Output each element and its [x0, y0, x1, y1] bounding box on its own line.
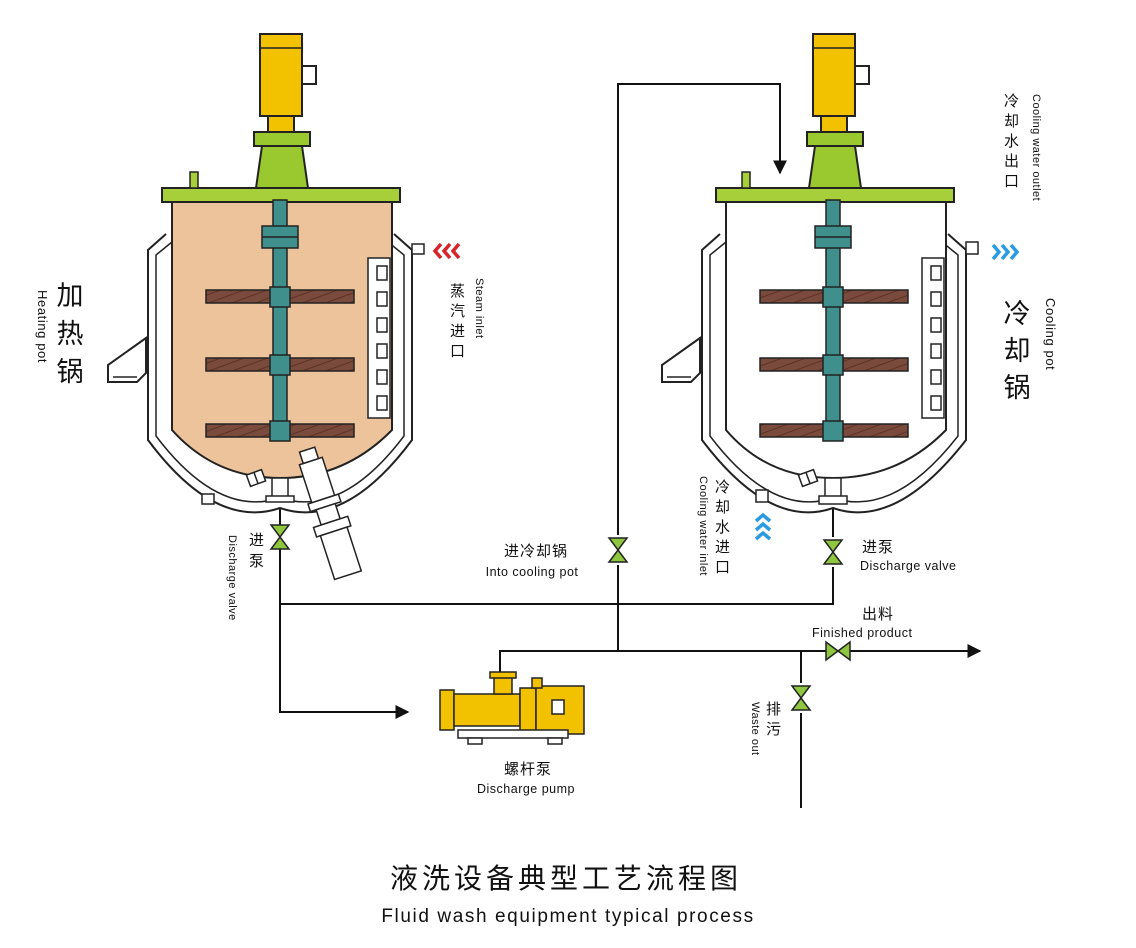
diagram-title-zh: 液洗设备典型工艺流程图 [390, 862, 742, 895]
discharge-pump [439, 671, 585, 745]
cooling-water-inlet-arrow-icon [754, 512, 772, 541]
steam-inlet-label-en: Steam inlet [473, 278, 485, 339]
cooling-water-inlet-label-zh-2: 却 [715, 498, 731, 516]
diagram-title: 液洗设备典型工艺流程图 Fluid wash equipment typical… [381, 862, 754, 927]
cooling-water-outlet-label-zh-2: 却 [1004, 112, 1020, 130]
finished-product-label-en: Finished product [812, 626, 912, 640]
discharge-pump-label-zh: 螺杆泵 [504, 760, 552, 778]
cooling-water-inlet-label-en: Cooling water inlet [697, 476, 709, 576]
heating-pot-label: 加 热 锅 Heating pot [35, 281, 84, 388]
steam-inlet-label: Steam inlet 蒸 汽 进 口 [450, 278, 485, 360]
waste-out-valve-icon[interactable] [790, 685, 812, 711]
into-cooling-pot-label: 进冷却锅 Into cooling pot [486, 542, 579, 579]
cooling-water-outlet-label-zh-3: 水 [1004, 132, 1020, 150]
right-discharge-valve-label: 进泵 Discharge valve [860, 538, 956, 573]
finished-product-label: 出料 Finished product [812, 605, 912, 640]
into-cooling-pot-label-en: Into cooling pot [486, 565, 579, 579]
left-discharge-valve-label-en: Discharge valve [226, 535, 238, 621]
cooling-pot-label-zh-1: 冷 [1004, 299, 1031, 330]
discharge-pump-label: 螺杆泵 Discharge pump [477, 760, 575, 796]
cooling-water-outlet-label-zh-1: 冷 [1004, 92, 1020, 110]
cooling-water-inlet-label-zh-3: 水 [715, 518, 731, 536]
waste-out-label-zh-1: 排 [766, 700, 782, 718]
into-cooling-pot-label-zh: 进冷却锅 [504, 542, 568, 560]
cooling-water-inlet-label-zh-1: 冷 [715, 478, 731, 496]
heating-pot-label-zh-2: 热 [57, 319, 84, 350]
waste-out-label: 排 污 Waste out [749, 700, 782, 756]
steam-inlet-label-zh-4: 口 [450, 342, 466, 360]
cooling-water-outlet-label: 冷 却 水 出 口 Cooling water outlet [1004, 92, 1042, 201]
left-discharge-valve-label-zh-2: 泵 [249, 552, 265, 570]
cooling-water-outlet-label-zh-4: 出 [1004, 152, 1020, 170]
cooling-pot-vessel [661, 33, 979, 514]
waste-out-label-zh-2: 污 [766, 720, 782, 738]
right-discharge-valve-label-en: Discharge valve [860, 559, 956, 573]
heating-pot-label-zh-3: 锅 [57, 357, 84, 388]
waste-out-label-en: Waste out [749, 702, 761, 756]
cooling-pot-label-zh-3: 锅 [1004, 373, 1031, 404]
cooling-pot-label-zh-2: 却 [1004, 336, 1031, 367]
discharge-pump-label-en: Discharge pump [477, 782, 575, 796]
cooling-water-inlet-label-zh-5: 口 [715, 558, 731, 576]
into-cooling-pot-valve-icon[interactable] [607, 537, 629, 563]
heating-pot-vessel [107, 33, 425, 581]
cooling-water-inlet-label-zh-4: 进 [715, 538, 731, 556]
right-discharge-valve-icon[interactable] [822, 539, 844, 565]
left-discharge-valve-label-zh-1: 进 [249, 531, 265, 549]
finished-product-valve-icon[interactable] [825, 640, 851, 662]
finished-product-label-zh: 出料 [862, 605, 894, 623]
steam-inlet-arrow-icon [432, 242, 461, 260]
cooling-water-outlet-label-zh-5: 口 [1004, 172, 1020, 190]
right-discharge-valve-label-zh: 进泵 [862, 538, 894, 556]
left-discharge-valve-icon[interactable] [269, 524, 291, 550]
cooling-water-outlet-arrow-icon [991, 243, 1020, 261]
heating-pot-label-zh-1: 加 [57, 281, 84, 312]
diagram-title-en: Fluid wash equipment typical process [381, 906, 754, 927]
cooling-pot-label-en: Cooling pot [1043, 298, 1058, 370]
steam-inlet-label-zh-3: 进 [450, 322, 466, 340]
cooling-water-outlet-label-en: Cooling water outlet [1030, 94, 1042, 201]
cooling-pot-label: 冷 却 锅 Cooling pot [1004, 298, 1059, 404]
steam-inlet-label-zh-1: 蒸 [450, 282, 466, 300]
steam-inlet-label-zh-2: 汽 [450, 302, 466, 320]
heating-coils [367, 257, 391, 419]
cooling-coils [921, 257, 945, 419]
cooling-water-inlet-label: Cooling water inlet 冷 却 水 进 口 [697, 476, 731, 576]
left-discharge-valve-label: 进 泵 Discharge valve [226, 531, 265, 621]
heating-pot-label-en: Heating pot [35, 290, 50, 363]
pipe-network [279, 83, 982, 808]
